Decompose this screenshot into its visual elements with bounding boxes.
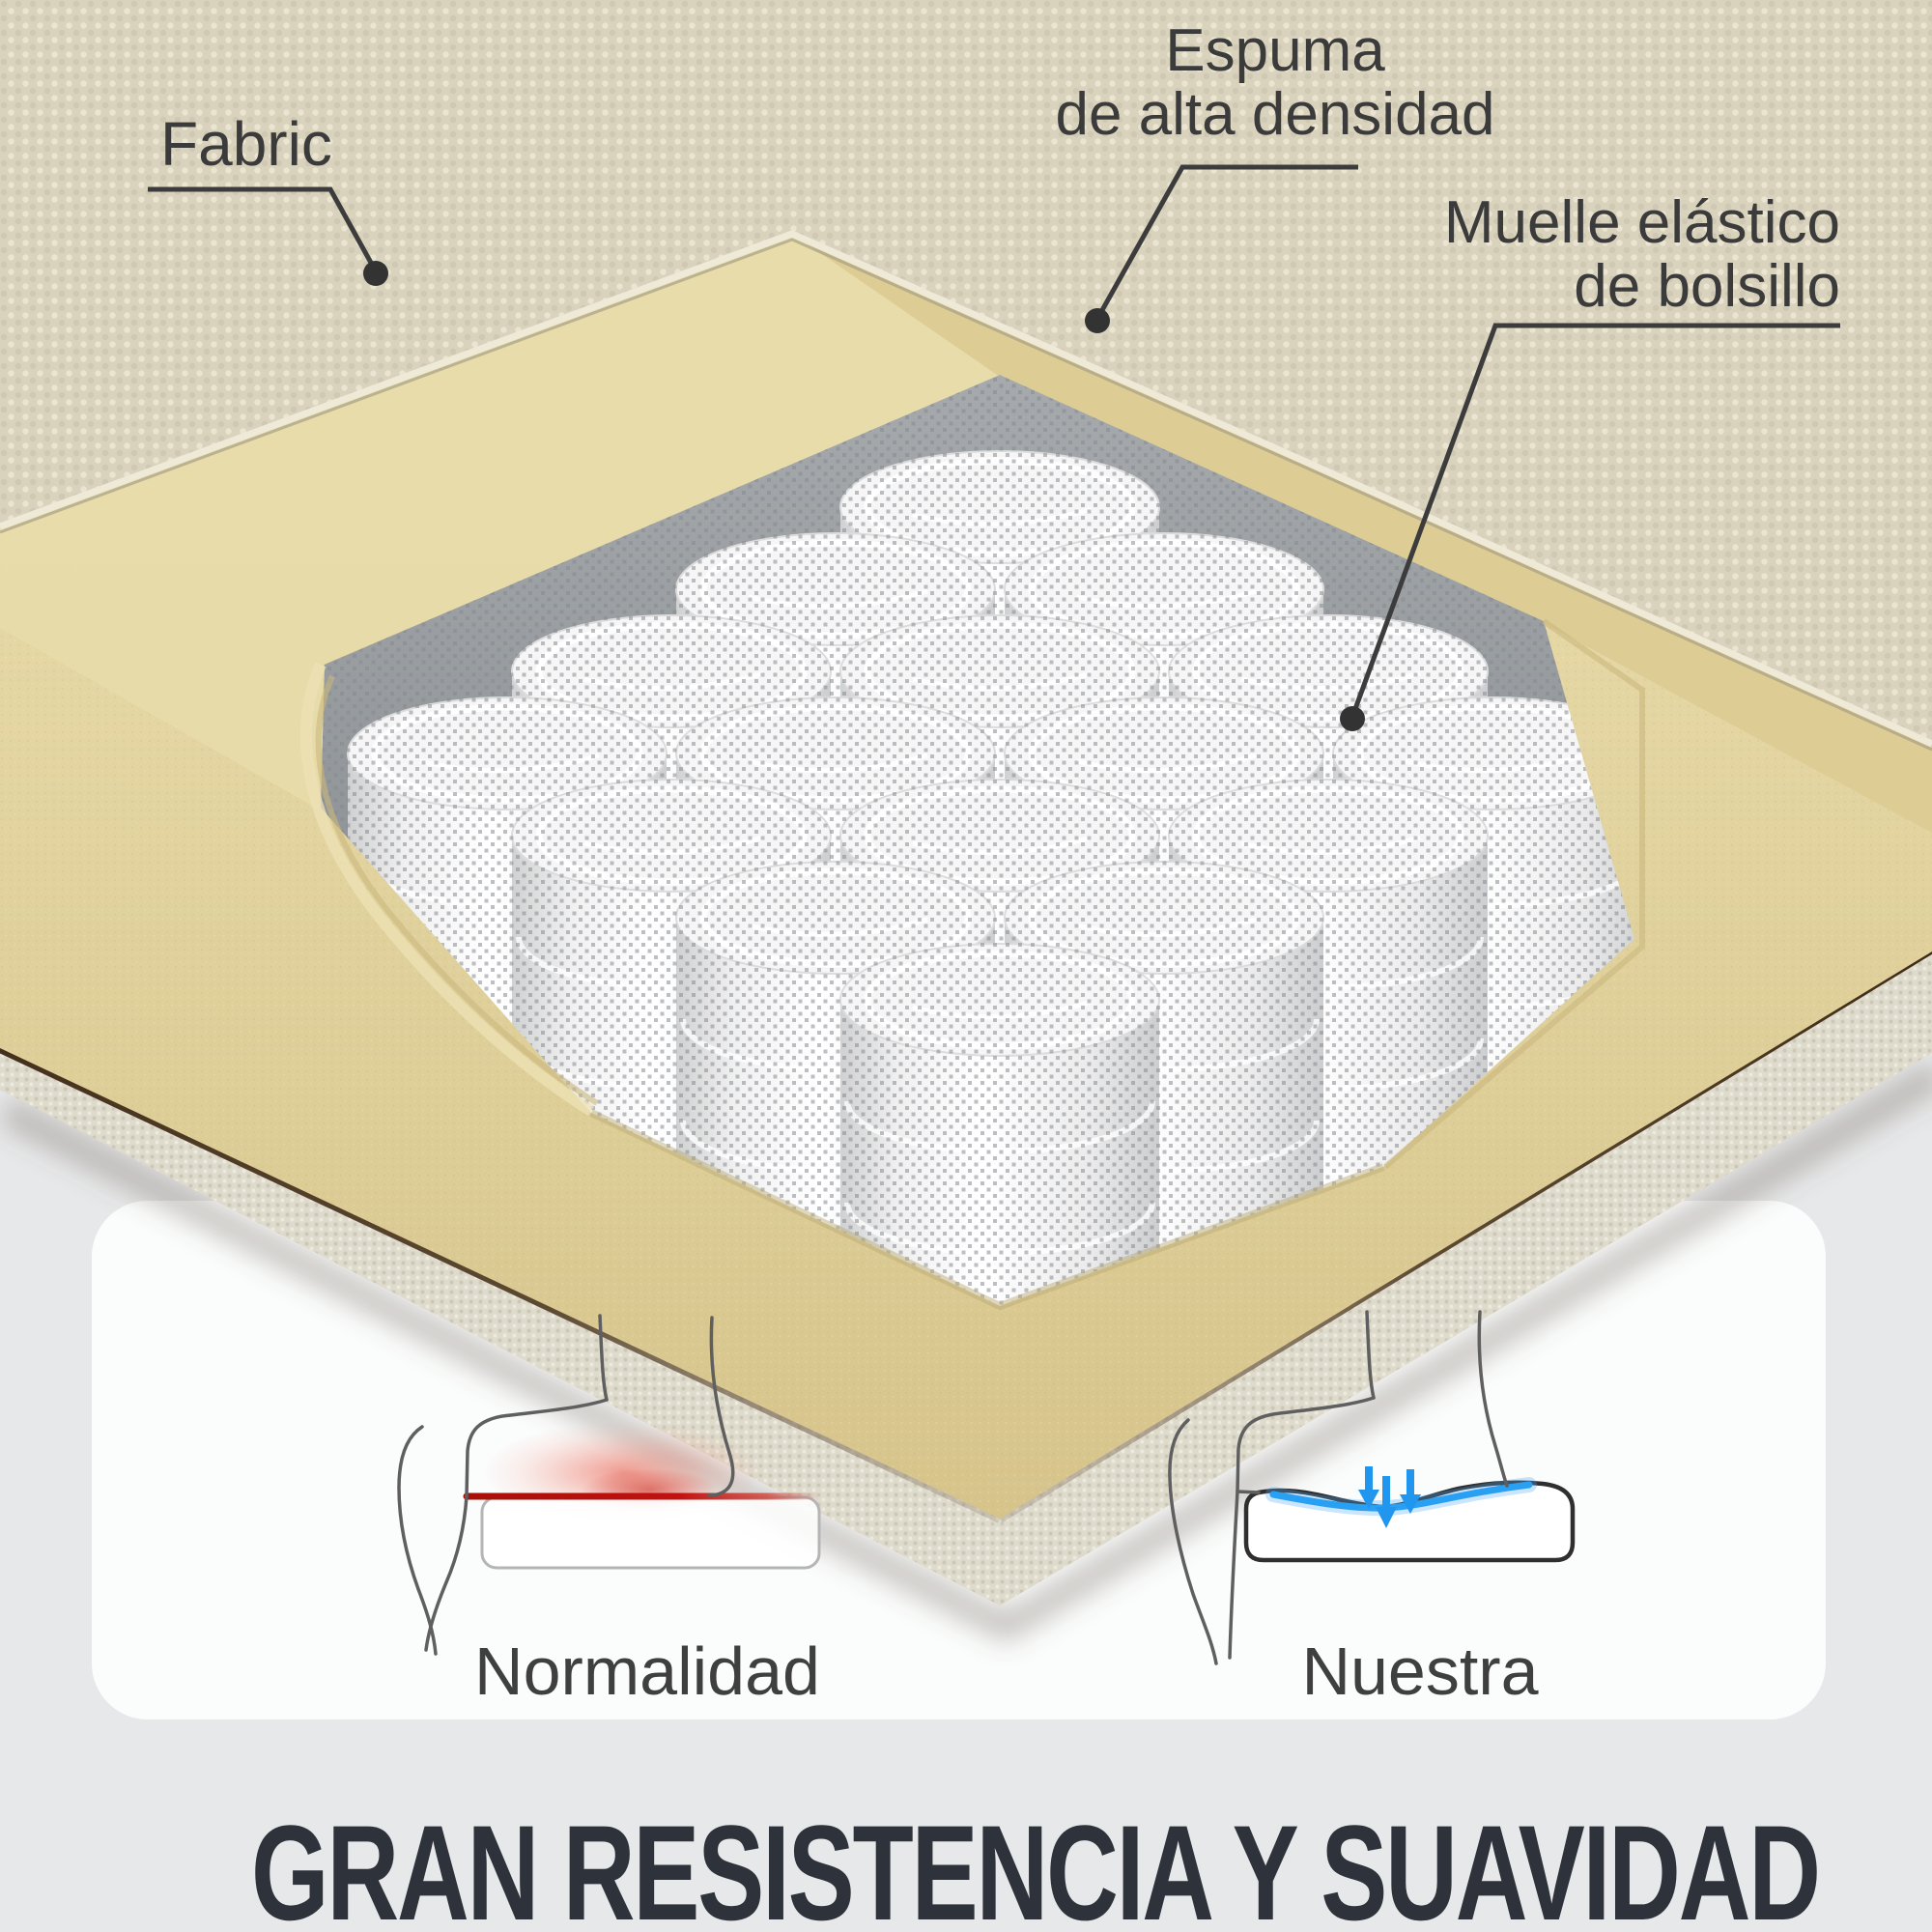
spring-callout-label: Muelle elástico de bolsillo — [1444, 191, 1840, 319]
pressure-arrow-icon — [1358, 1466, 1421, 1528]
fabric-callout-label: Fabric — [160, 112, 332, 176]
fabric-cut-edge — [0, 230, 1932, 748]
mattress-cutaway — [0, 0, 1932, 1605]
seated-figure-normal — [397, 1314, 735, 1656]
spring-callout-dot — [1340, 706, 1365, 731]
underside-fabric-weave — [0, 949, 1932, 1605]
spring-leader-line — [1350, 323, 1840, 718]
seated-figure-ours — [1168, 1310, 1509, 1665]
normal-diagram-label: Normalidad — [474, 1634, 820, 1709]
foam-callout-dot — [1085, 308, 1110, 333]
callout-lines — [148, 164, 1840, 718]
foam-floor-edge — [589, 1109, 1385, 1311]
foam-callout-label: Espuma de alta densidad — [1055, 19, 1494, 147]
fabric-callout-dot — [363, 261, 388, 286]
fabric-leader-line — [148, 186, 379, 273]
mattress-shadow — [0, 1062, 1932, 1644]
foam-right-arm-crease — [1383, 618, 1645, 1170]
spring-mesh-texture — [321, 375, 1634, 1306]
foam-back-left-wall — [0, 234, 1000, 810]
foam-callout-line1: Espuma — [1165, 17, 1385, 84]
fabric-callout-text: Fabric — [160, 109, 332, 179]
foam-leader-line — [1094, 164, 1358, 321]
fabric-cut-edge-seam — [0, 238, 1932, 752]
diagram-ours — [1168, 1310, 1576, 1665]
ours-diagram-label: Nuestra — [1301, 1634, 1539, 1709]
diagram-normal — [397, 1314, 823, 1656]
foam-callout-line2: de alta densidad — [1055, 81, 1495, 148]
foam-left-arm-crease — [315, 674, 599, 1106]
cushion-normal — [480, 1495, 821, 1570]
spring-callout-line2: de bolsillo — [1574, 253, 1840, 320]
spring-callout-line1: Muelle elástico — [1443, 189, 1840, 256]
page-title: GRAN RESISTENCIA Y SUAVIDAD — [251, 1797, 1821, 1932]
foam-back-right-wall — [792, 234, 1932, 833]
foam-left-arm-edge — [300, 662, 595, 1117]
